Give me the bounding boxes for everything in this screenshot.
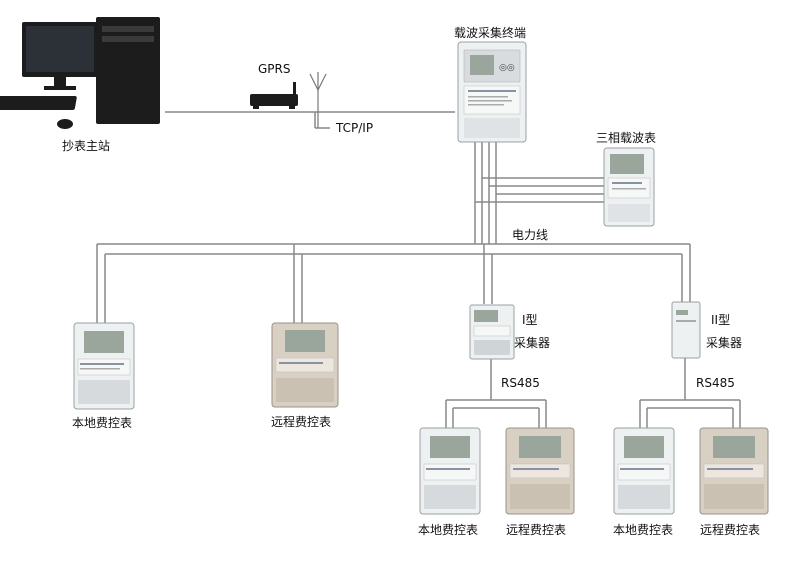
rs485-label-left: RS485	[501, 376, 540, 390]
terminal-marks: ◎◎	[499, 63, 515, 73]
carrier-terminal-device: ◎◎	[457, 41, 527, 143]
master-station-label: 抄表主站	[62, 139, 111, 153]
tcpip-label: TCP/IP	[336, 121, 374, 135]
gprs-label: GPRS	[258, 62, 291, 76]
local-meter-device	[613, 427, 675, 515]
connection-lines	[96, 111, 741, 428]
type2-collector-label-bottom: 采集器	[706, 336, 743, 350]
remote-meter-device	[271, 322, 339, 408]
type1-collector-device	[469, 304, 515, 360]
master-station-computer	[0, 17, 160, 129]
terminal-label: 载波采集终端	[454, 26, 527, 40]
remote-meter-device	[505, 427, 575, 515]
type1-collector-label-bottom: 采集器	[514, 336, 551, 350]
type1-collector-label-top: I型	[522, 313, 538, 327]
remote-meter-label: 远程费控表	[271, 415, 332, 429]
three-phase-meter-label: 三相载波表	[596, 131, 657, 145]
remote-meter-device	[699, 427, 769, 515]
local-meter-label: 本地费控表	[72, 416, 133, 430]
local-meter-device	[419, 427, 481, 515]
three-phase-meter-device	[603, 147, 655, 227]
remote-meter-label: 远程费控表	[506, 523, 567, 537]
rs485-label-right: RS485	[696, 376, 735, 390]
antenna-icon	[309, 72, 327, 128]
power-line-label: 电力线	[512, 228, 549, 242]
remote-meter-label: 远程费控表	[700, 523, 761, 537]
type2-collector-label-top: II型	[711, 313, 731, 327]
type2-collector-device	[671, 301, 701, 359]
gprs-router	[250, 82, 298, 109]
local-meter-device	[73, 322, 135, 410]
local-meter-label: 本地费控表	[418, 523, 479, 537]
local-meter-label: 本地费控表	[613, 523, 674, 537]
